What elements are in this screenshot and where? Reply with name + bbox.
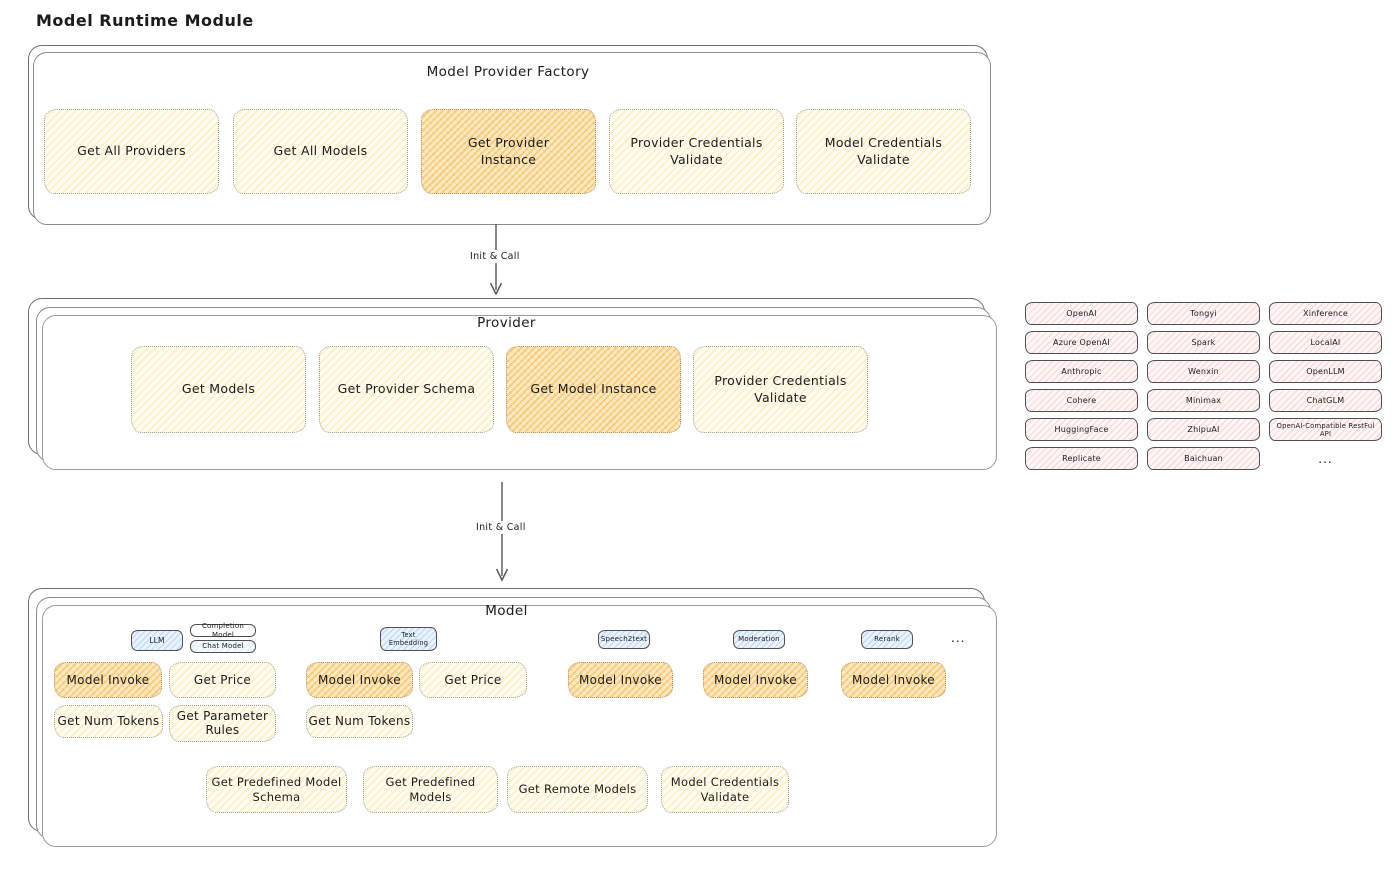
provider-item-azure-openai: Azure OpenAI [1025, 331, 1138, 354]
model-type-moderation: Moderation [733, 630, 785, 649]
model-type-llm: LLM [131, 630, 183, 651]
provider-list: OpenAI Tongyi Xinference Azure OpenAI Sp… [1025, 302, 1382, 470]
provider-item-openllm: OpenLLM [1269, 360, 1382, 383]
model-type-text-embedding: Text Embedding [380, 627, 437, 651]
page-title: Model Runtime Module [36, 11, 254, 30]
model-fn-llm-get-num-tokens: Get Num Tokens [54, 705, 163, 738]
provider-fn-get-provider-schema: Get Provider Schema [319, 346, 494, 433]
provider-item-zhipuai: ZhipuAI [1147, 418, 1260, 441]
provider-item-baichuan: Baichuan [1147, 447, 1260, 470]
provider-item-spark: Spark [1147, 331, 1260, 354]
factory-fn-get-provider-instance: Get Provider Instance [421, 109, 596, 194]
model-fn-get-predefined-model-schema: Get Predefined Model Schema [206, 766, 347, 813]
provider-item-tongyi: Tongyi [1147, 302, 1260, 325]
model-type-completion-model: Completion Model [190, 622, 256, 639]
model-fn-s2t-model-invoke: Model Invoke [568, 662, 673, 698]
factory-container: Model Provider Factory Get All Providers… [28, 45, 988, 220]
provider-item-anthropic: Anthropic [1025, 360, 1138, 383]
model-fn-te-get-price: Get Price [419, 662, 527, 698]
provider-list-more: ... [1318, 451, 1333, 466]
provider-item-cohere: Cohere [1025, 389, 1138, 412]
model-fn-model-credentials-validate: Model Credentials Validate [661, 766, 789, 813]
model-fn-llm-model-invoke: Model Invoke [54, 662, 162, 698]
provider-container: Provider Get Models Get Provider Schema … [28, 298, 985, 455]
provider-item-minimax: Minimax [1147, 389, 1260, 412]
factory-fn-model-credentials-validate: Model Credentials Validate [796, 109, 971, 194]
arrow-label-init-call-1: Init & Call [466, 250, 524, 263]
factory-fn-get-all-models: Get All Models [233, 109, 408, 194]
model-fn-te-model-invoke: Model Invoke [306, 662, 413, 698]
model-fn-rerank-model-invoke: Model Invoke [841, 662, 946, 698]
factory-fn-provider-credentials-validate: Provider Credentials Validate [609, 109, 784, 194]
model-type-chat-model: Chat Model [190, 640, 256, 653]
model-fn-get-remote-models: Get Remote Models [507, 766, 648, 813]
model-fn-get-predefined-models: Get Predefined Models [363, 766, 498, 813]
factory-title: Model Provider Factory [426, 64, 590, 80]
provider-item-huggingface: HuggingFace [1025, 418, 1138, 441]
provider-fn-get-models: Get Models [131, 346, 306, 433]
model-types-more: ... [951, 631, 966, 645]
arrow-label-init-call-2: Init & Call [472, 521, 530, 534]
provider-fn-get-model-instance: Get Model Instance [506, 346, 681, 433]
provider-item-wenxin: Wenxin [1147, 360, 1260, 383]
model-title: Model [485, 603, 528, 619]
provider-fn-provider-credentials-validate: Provider Credentials Validate [693, 346, 868, 433]
model-fn-llm-get-parameter-rules: Get Parameter Rules [169, 705, 276, 742]
model-type-rerank: Rerank [861, 630, 913, 649]
model-fn-llm-get-price: Get Price [169, 662, 276, 698]
model-fn-te-get-num-tokens: Get Num Tokens [306, 705, 413, 738]
provider-item-chatglm: ChatGLM [1269, 389, 1382, 412]
factory-fn-get-all-providers: Get All Providers [44, 109, 219, 194]
provider-item-openai: OpenAI [1025, 302, 1138, 325]
provider-item-xinference: Xinference [1269, 302, 1382, 325]
provider-item-localai: LocalAI [1269, 331, 1382, 354]
model-type-speech2text: Speech2text [598, 630, 650, 649]
model-fn-moderation-model-invoke: Model Invoke [703, 662, 808, 698]
model-container: Model LLM Completion Model Chat Model Te… [28, 588, 985, 832]
provider-item-openai-compatible: OpenAI-Compatible RestFul API [1269, 418, 1382, 441]
provider-item-replicate: Replicate [1025, 447, 1138, 470]
provider-title: Provider [477, 315, 536, 331]
